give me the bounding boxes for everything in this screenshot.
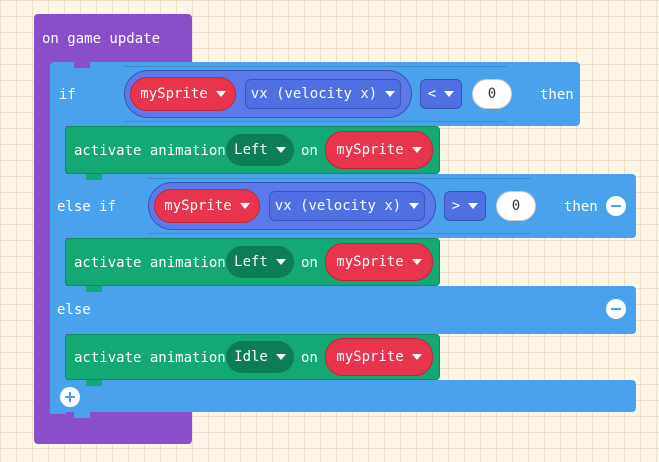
else-if-property-dropdown[interactable]: vx (velocity x) xyxy=(269,191,425,221)
if-value: 0 xyxy=(487,86,497,102)
else-animation-label: Idle xyxy=(234,349,268,365)
else-if-sprite-dropdown[interactable]: mySprite xyxy=(154,189,260,223)
else-if-animation-label: Left xyxy=(234,254,268,270)
else-if-then-label: then xyxy=(564,199,598,215)
else-if-sprite-label: mySprite xyxy=(164,198,232,214)
chevron-down-icon xyxy=(275,147,286,153)
else-if-action-label: activate animation xyxy=(74,255,226,271)
if-value-input[interactable]: 0 xyxy=(472,79,512,109)
remove-else-icon[interactable] xyxy=(606,299,626,319)
chevron-down-icon xyxy=(444,91,455,97)
chevron-down-icon xyxy=(411,354,422,360)
if-label: if xyxy=(59,87,76,103)
if-action-sprite-label: mySprite xyxy=(336,142,404,158)
connector-notch xyxy=(86,174,102,180)
if-animation-dropdown[interactable]: Left xyxy=(226,134,294,166)
else-if-action-sprite-label: mySprite xyxy=(336,254,404,270)
else-action-label: activate animation xyxy=(74,350,226,366)
connector-notch xyxy=(86,380,102,386)
else-action-sprite-dropdown[interactable]: mySprite xyxy=(325,338,433,376)
else-if-operator-label: > xyxy=(451,198,461,214)
else-if-property-label: vx (velocity x) xyxy=(274,198,402,214)
chevron-down-icon xyxy=(411,259,422,265)
else-row[interactable] xyxy=(50,286,636,334)
else-if-operator-dropdown[interactable]: > xyxy=(444,191,486,221)
else-action-sprite-label: mySprite xyxy=(336,349,404,365)
remove-else-if-icon[interactable] xyxy=(606,196,626,216)
if-sprite-dropdown[interactable]: mySprite xyxy=(130,77,236,111)
chevron-down-icon xyxy=(275,259,286,265)
event-label: on game update xyxy=(42,31,161,47)
if-else-rail xyxy=(50,124,66,414)
if-action-sprite-dropdown[interactable]: mySprite xyxy=(325,131,433,169)
else-if-value-input[interactable]: 0 xyxy=(496,191,536,221)
else-animation-dropdown[interactable]: Idle xyxy=(226,341,294,373)
add-else-if-icon[interactable] xyxy=(60,387,80,407)
else-if-on-label: on xyxy=(301,255,318,271)
if-property-label: vx (velocity x) xyxy=(250,86,378,102)
connector-notch xyxy=(74,412,90,418)
else-if-label: else if xyxy=(57,199,117,215)
chevron-down-icon xyxy=(468,203,479,209)
if-then-label: then xyxy=(540,87,574,103)
chevron-down-icon xyxy=(275,354,286,360)
chevron-down-icon xyxy=(385,91,396,97)
chevron-down-icon xyxy=(411,147,422,153)
chevron-down-icon xyxy=(409,203,420,209)
if-on-label: on xyxy=(301,143,318,159)
connector-notch xyxy=(74,62,90,68)
if-animation-label: Left xyxy=(234,142,268,158)
else-if-value: 0 xyxy=(511,198,521,214)
else-label: else xyxy=(57,302,91,318)
if-operator-label: < xyxy=(427,86,437,102)
chevron-down-icon xyxy=(239,203,250,209)
else-on-label: on xyxy=(301,350,318,366)
if-property-dropdown[interactable]: vx (velocity x) xyxy=(245,79,401,109)
if-else-footer xyxy=(50,380,636,412)
else-if-animation-dropdown[interactable]: Left xyxy=(226,246,294,278)
if-operator-dropdown[interactable]: < xyxy=(420,79,462,109)
chevron-down-icon xyxy=(215,91,226,97)
if-sprite-label: mySprite xyxy=(140,86,208,102)
if-action-label: activate animation xyxy=(74,143,226,159)
else-if-action-sprite-dropdown[interactable]: mySprite xyxy=(325,243,433,281)
connector-notch xyxy=(86,286,102,292)
